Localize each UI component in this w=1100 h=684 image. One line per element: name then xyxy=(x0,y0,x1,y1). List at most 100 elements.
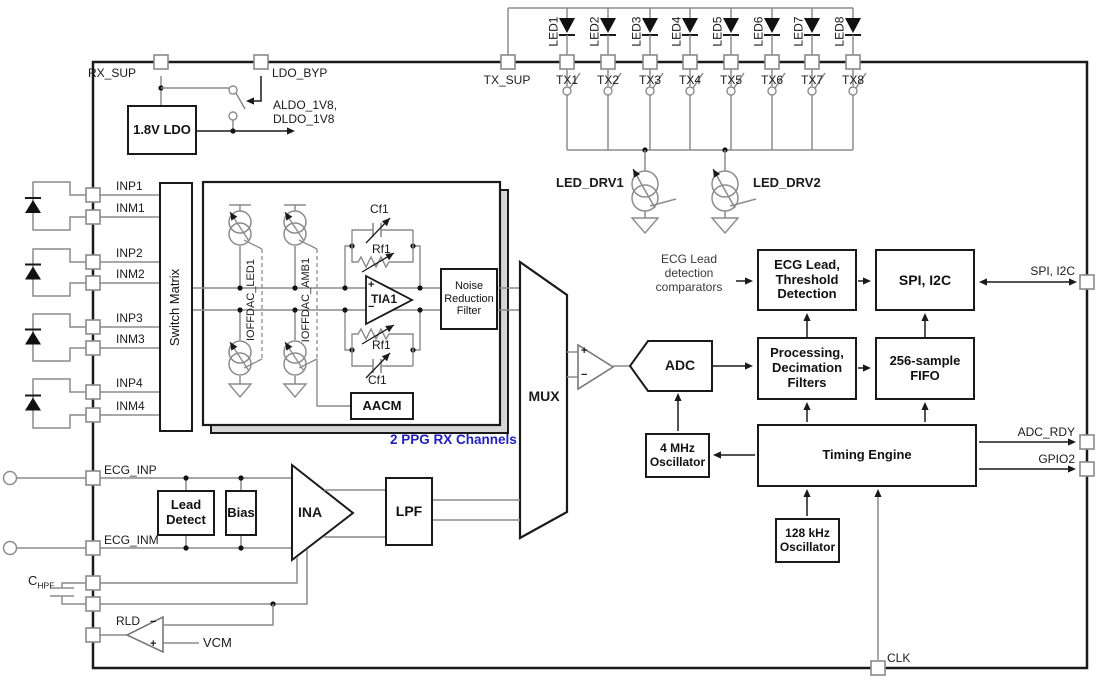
pin xyxy=(500,54,516,70)
label-line: Filters xyxy=(787,374,827,390)
source-wiper-tail xyxy=(243,358,263,369)
pin xyxy=(764,54,780,70)
label-line: Reduction xyxy=(444,292,494,305)
tx-switch-contact xyxy=(685,86,695,96)
pin-label-tx5: TX5 xyxy=(719,73,742,87)
ina-label: INA xyxy=(298,504,323,520)
tx-switch-contact xyxy=(603,86,613,96)
variable-arrowhead xyxy=(385,325,394,333)
led-diode-icon xyxy=(845,18,861,33)
osc-128khz-block: 128 kHz Oscillator xyxy=(775,518,840,563)
ecg-comparators-note: ECG Lead detection comparators xyxy=(643,252,735,294)
tia1-label: TIA1 xyxy=(371,292,398,306)
timing-engine-block: Timing Engine xyxy=(757,424,977,487)
pin-label-inp2: INP2 xyxy=(116,246,143,260)
led-diode-icon xyxy=(559,18,575,33)
pin-label-rld: RLD xyxy=(116,614,141,628)
noise-reduction-filter-block: Noise Reduction Filter xyxy=(440,268,498,330)
label-line: Noise xyxy=(454,280,484,293)
ldo-output-label: ALDO_1V8, xyxy=(273,98,338,112)
bypass-switch-blade xyxy=(235,92,246,110)
pin xyxy=(85,254,101,270)
chpf-net2 xyxy=(100,550,308,605)
vcm-label: VCM xyxy=(203,635,232,650)
tx-switch-blade xyxy=(610,72,622,89)
variable-arrowhead xyxy=(385,253,394,261)
led7-label: LED7 xyxy=(791,16,806,47)
pin-label-inm2: INM2 xyxy=(116,267,145,281)
pin xyxy=(85,540,101,556)
pin xyxy=(559,54,575,70)
clk-arrow xyxy=(874,489,882,497)
ioffdac-led1-label: IOFFDAC_LED1 xyxy=(244,259,257,342)
source-wiper-tail xyxy=(298,358,318,369)
pin xyxy=(1079,461,1095,477)
junction-dot xyxy=(183,545,189,551)
led4-label: LED4 xyxy=(669,16,684,47)
pin-label-tx7: TX7 xyxy=(800,73,823,87)
led8-label: LED8 xyxy=(832,16,847,47)
pin-label-inp3: INP3 xyxy=(116,311,143,325)
pin xyxy=(682,54,698,70)
fifo-spi-arrow xyxy=(921,313,929,321)
label-line: detection xyxy=(664,266,714,281)
aacm-wire xyxy=(316,359,350,407)
ina-amplifier xyxy=(291,462,355,563)
label-line: 256-sample xyxy=(889,352,961,368)
ioffdac-led1-top-source-icon xyxy=(228,222,252,246)
label-line: ECG Lead xyxy=(660,252,718,266)
pin xyxy=(600,54,616,70)
pin-label-ecg-inp: ECG_INP xyxy=(104,463,157,477)
adc-label: ADC xyxy=(664,357,696,373)
junction-dot xyxy=(342,307,348,313)
label-line: 4 MHz xyxy=(660,440,695,455)
pin xyxy=(85,627,101,643)
pin xyxy=(85,209,101,225)
timing-proc-arrow xyxy=(803,402,811,410)
timing-fifo-arrow xyxy=(921,402,929,410)
label-line: Oscillator xyxy=(649,454,706,469)
photodiode-bracket xyxy=(32,313,86,362)
ecglead-spi-arrow xyxy=(863,277,871,285)
ioffdac-led1-bottom-source-icon xyxy=(228,340,252,364)
aacm-label: AACM xyxy=(362,397,402,413)
tx-switch-contact xyxy=(807,86,817,96)
pin-label-tx1: TX1 xyxy=(555,73,578,87)
rld-minus: − xyxy=(150,616,157,628)
junction-dot xyxy=(237,285,243,291)
chpf-label: CHPF xyxy=(28,573,54,591)
ground-symbol xyxy=(710,217,740,235)
label-line: Threshold xyxy=(775,271,839,287)
led-diode-icon xyxy=(804,18,820,33)
cap-branch xyxy=(351,350,414,367)
capacitor-plates xyxy=(372,223,382,237)
rf1-top-label: Rf1 xyxy=(372,242,391,256)
pin-label-tx3: TX3 xyxy=(638,73,661,87)
junction-dot xyxy=(183,475,189,481)
tx-switch-contact xyxy=(726,86,736,96)
cap-branch xyxy=(351,229,414,246)
bypass-switch-contact xyxy=(228,111,238,121)
pin-label-inp4: INP4 xyxy=(116,376,143,390)
mux-shape xyxy=(518,259,569,540)
tx-switch-contact xyxy=(562,86,572,96)
adc-rdy-arrow xyxy=(1068,438,1076,446)
pin-label-inm4: INM4 xyxy=(116,399,145,413)
photodiode-bracket xyxy=(32,378,86,429)
pin xyxy=(253,54,269,70)
rld-amplifier xyxy=(125,615,164,654)
pin-label-inm1: INM1 xyxy=(116,201,145,215)
lpf-label: LPF xyxy=(395,503,423,520)
pin xyxy=(85,340,101,356)
cf1-top-label: Cf1 xyxy=(370,202,389,216)
gpio2-arrow xyxy=(1068,465,1076,473)
source-arrowhead xyxy=(230,342,238,351)
variable-arrowhead xyxy=(381,218,390,227)
aacm-block: AACM xyxy=(350,392,414,420)
pin-label-tx6: TX6 xyxy=(760,73,783,87)
pin xyxy=(85,275,101,291)
photodiode-icon xyxy=(25,397,41,411)
led-driver-current-source-icon xyxy=(711,170,739,198)
led-diode-icon xyxy=(723,18,739,33)
led-diode-icon xyxy=(600,18,616,33)
